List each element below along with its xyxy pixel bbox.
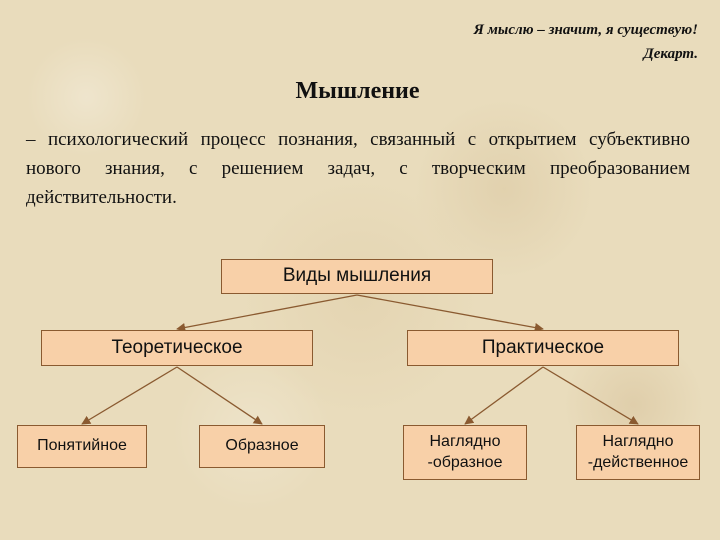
arrow-practical-visual-active bbox=[542, 366, 639, 425]
epigraph-quote: Я мыслю – значит, я существую! bbox=[473, 22, 698, 38]
node-conceptual: Понятийное bbox=[17, 425, 147, 468]
node-practical: Практическое bbox=[407, 330, 679, 366]
node-visual-figurative: Наглядно -образное bbox=[403, 425, 527, 480]
definition-text: – психологический процесс познания, связ… bbox=[26, 129, 690, 208]
page-title: Мышление bbox=[295, 78, 420, 104]
epigraph: Я мыслю – значит, я существую! Декарт. bbox=[474, 18, 698, 66]
node-thinking-types: Виды мышления bbox=[221, 259, 493, 294]
node-figurative: Образное bbox=[199, 425, 325, 468]
arrow-root-theoretical bbox=[176, 294, 358, 332]
arrow-theoretical-conceptual bbox=[81, 366, 178, 425]
epigraph-author: Декарт. bbox=[643, 46, 698, 62]
node-theoretical: Теоретическое bbox=[41, 330, 313, 366]
arrow-root-practical bbox=[356, 294, 544, 333]
arrow-practical-visual-figurative bbox=[464, 366, 544, 425]
arrow-theoretical-figurative bbox=[176, 366, 263, 425]
node-visual-active: Наглядно -действенное bbox=[576, 425, 700, 480]
